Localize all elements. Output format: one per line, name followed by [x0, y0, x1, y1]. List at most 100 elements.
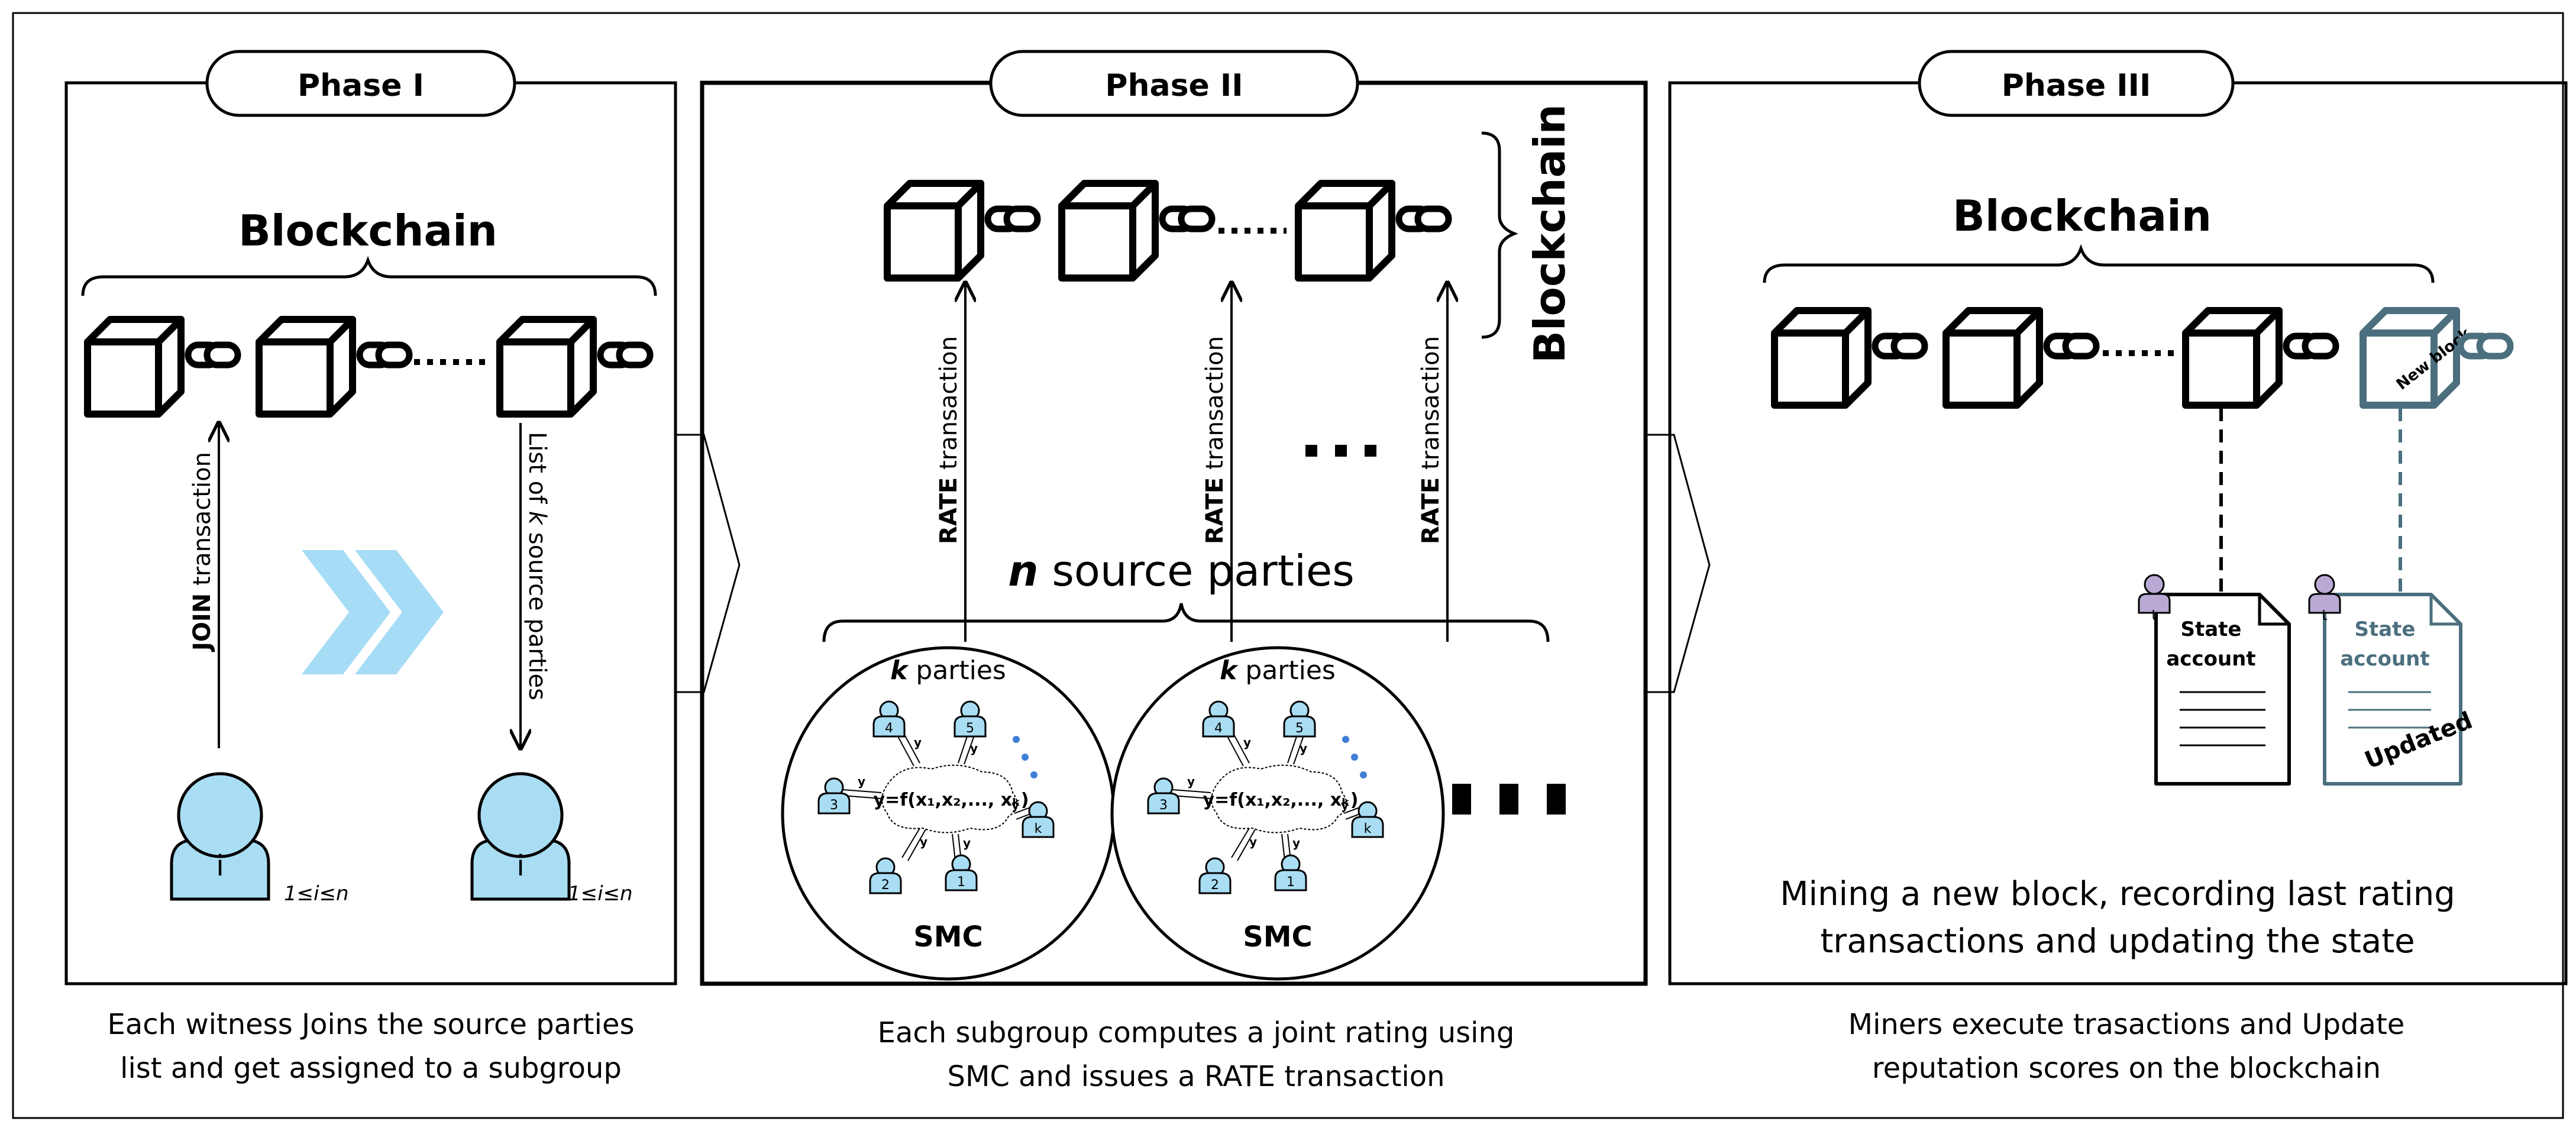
phase2-caption-line2: SMC and issues a RATE transaction	[947, 1060, 1444, 1093]
y-edge-label: y	[1249, 835, 1257, 849]
more-transactions-ellipsis	[1305, 445, 1376, 457]
state-account-title: State	[2355, 618, 2416, 641]
phase1-title-pill	[205, 50, 516, 117]
smc-cloud	[881, 764, 1018, 833]
phase2-brace	[1481, 131, 1518, 339]
y-edge-label: y	[1187, 774, 1195, 789]
chain-link	[2047, 336, 2096, 356]
phase-transition-arrow	[675, 434, 741, 693]
phase3-chain: New block	[1775, 307, 2514, 409]
y-edge-label: y	[858, 774, 865, 789]
phase2-chain	[887, 183, 1449, 278]
party-label: 4	[1214, 721, 1223, 736]
chain-link	[188, 345, 238, 365]
witness-person-icon	[170, 772, 270, 901]
token-label: t	[2322, 607, 2327, 623]
smc-group-1: k parties y=f(x₁,x₂,..., xₖ) y y y y y y…	[781, 646, 1116, 981]
phase2-title: Phase II	[1105, 68, 1243, 104]
party-label: 4	[885, 721, 893, 736]
party-label: 1	[957, 875, 965, 890]
phase-transition-arrow	[1646, 434, 1711, 693]
person-label: i	[216, 849, 224, 883]
chain-link	[2286, 336, 2336, 356]
new-block	[2360, 307, 2460, 409]
block-3	[1298, 183, 1392, 278]
index-range: 1≤i≤n	[284, 882, 349, 906]
rate-transaction-label: RATE transaction	[1417, 336, 1444, 544]
double-chevron-icon	[302, 550, 444, 674]
party-label: 2	[1211, 878, 1219, 893]
smc-label: SMC	[1243, 920, 1313, 954]
party-label: k	[1035, 822, 1042, 836]
state-account-subtitle: account	[2340, 647, 2429, 671]
join-transaction-label: JOIN transaction	[189, 452, 216, 652]
y-edge-label: y	[1011, 798, 1019, 812]
y-edge-label: y	[970, 741, 978, 755]
party-label: 5	[966, 721, 974, 736]
party-label: 3	[1159, 798, 1168, 813]
smc-formula: y=f(x₁,x₂,..., xₖ)	[1203, 790, 1359, 810]
phase1-brace	[81, 256, 657, 296]
k-parties-label: k parties	[1220, 655, 1336, 686]
smc-group-2: k parties y=f(x₁,x₂,..., xₖ) y y y y y y…	[1110, 646, 1445, 981]
phase2-blockchain-label: Blockchain	[1525, 104, 1575, 363]
chain-link	[1875, 336, 1925, 356]
block-2	[259, 319, 353, 414]
phase3-caption-line1: Miners execute trasactions and Update	[1848, 1008, 2405, 1041]
party-label: k	[1364, 822, 1372, 836]
phase2-title-pill	[989, 50, 1359, 117]
state-account-title: State	[2181, 618, 2242, 641]
block-1	[887, 183, 981, 278]
list-k-source-parties-label: List of k source parties	[523, 432, 551, 700]
source-parties-brace	[822, 603, 1550, 642]
party-label: 3	[830, 798, 838, 813]
more-parties-dots	[1342, 736, 1367, 778]
chain-link	[988, 209, 1037, 229]
phase3-panel: Phase III Blockchain New block	[1668, 50, 2568, 1085]
chain-link	[1399, 209, 1449, 229]
smc-formula: y=f(x₁,x₂,..., xₖ)	[874, 790, 1029, 810]
phase1-title: Phase I	[298, 68, 424, 104]
block-1	[1775, 311, 1868, 405]
y-edge-label: y	[1243, 735, 1251, 749]
y-edge-label: y	[1292, 836, 1300, 850]
updated-state-account-document: State account	[2323, 593, 2462, 786]
party-label: 5	[1295, 721, 1304, 736]
phase1-blockchain-label: Blockchain	[238, 206, 497, 256]
y-edge-label: y	[914, 735, 922, 749]
party-label: 2	[881, 878, 890, 893]
state-account-subtitle: account	[2166, 647, 2255, 671]
phase1-caption-line1: Each witness Joins the source parties	[108, 1008, 635, 1041]
phase3-blockchain-label: Blockchain	[1953, 191, 2212, 241]
y-edge-label: y	[1300, 741, 1307, 755]
person-label: i	[516, 849, 524, 883]
new-block-link	[2457, 332, 2514, 360]
y-edge-label: y	[963, 836, 971, 850]
k-parties-label: k parties	[890, 655, 1006, 686]
phase1-caption-line2: list and get assigned to a subgroup	[120, 1052, 622, 1085]
block-1	[88, 319, 181, 414]
block-2	[1946, 311, 2040, 405]
phase2-panel: Phase II Blockchain RATE transaction RAT…	[700, 50, 1648, 1093]
n-source-parties-label: n source parties	[1008, 546, 1355, 596]
chain-link	[1162, 209, 1212, 229]
outer-frame	[12, 12, 2564, 1119]
more-groups-ellipsis	[1452, 784, 1566, 815]
phase3-brace	[1763, 244, 2435, 283]
phase3-caption-line2: reputation scores on the blockchain	[1872, 1052, 2381, 1085]
smc-label: SMC	[913, 920, 983, 954]
rate-transaction-label: RATE transaction	[1201, 336, 1229, 544]
token-label: t	[2151, 607, 2157, 623]
phase2-caption-line1: Each subgroup computes a joint rating us…	[878, 1016, 1515, 1049]
phase1-chain	[88, 319, 650, 414]
phase1-panel: Phase I Blockchain JOIN transaction List…	[64, 50, 677, 1085]
index-range: 1≤i≤n	[568, 882, 633, 906]
block-3	[2186, 311, 2279, 405]
assigned-person-icon	[470, 772, 571, 901]
chain-link	[600, 345, 650, 365]
block-3	[500, 319, 593, 414]
phase3-title-pill	[1918, 50, 2235, 117]
y-edge-label: y	[920, 835, 927, 849]
more-parties-dots	[1013, 736, 1037, 778]
